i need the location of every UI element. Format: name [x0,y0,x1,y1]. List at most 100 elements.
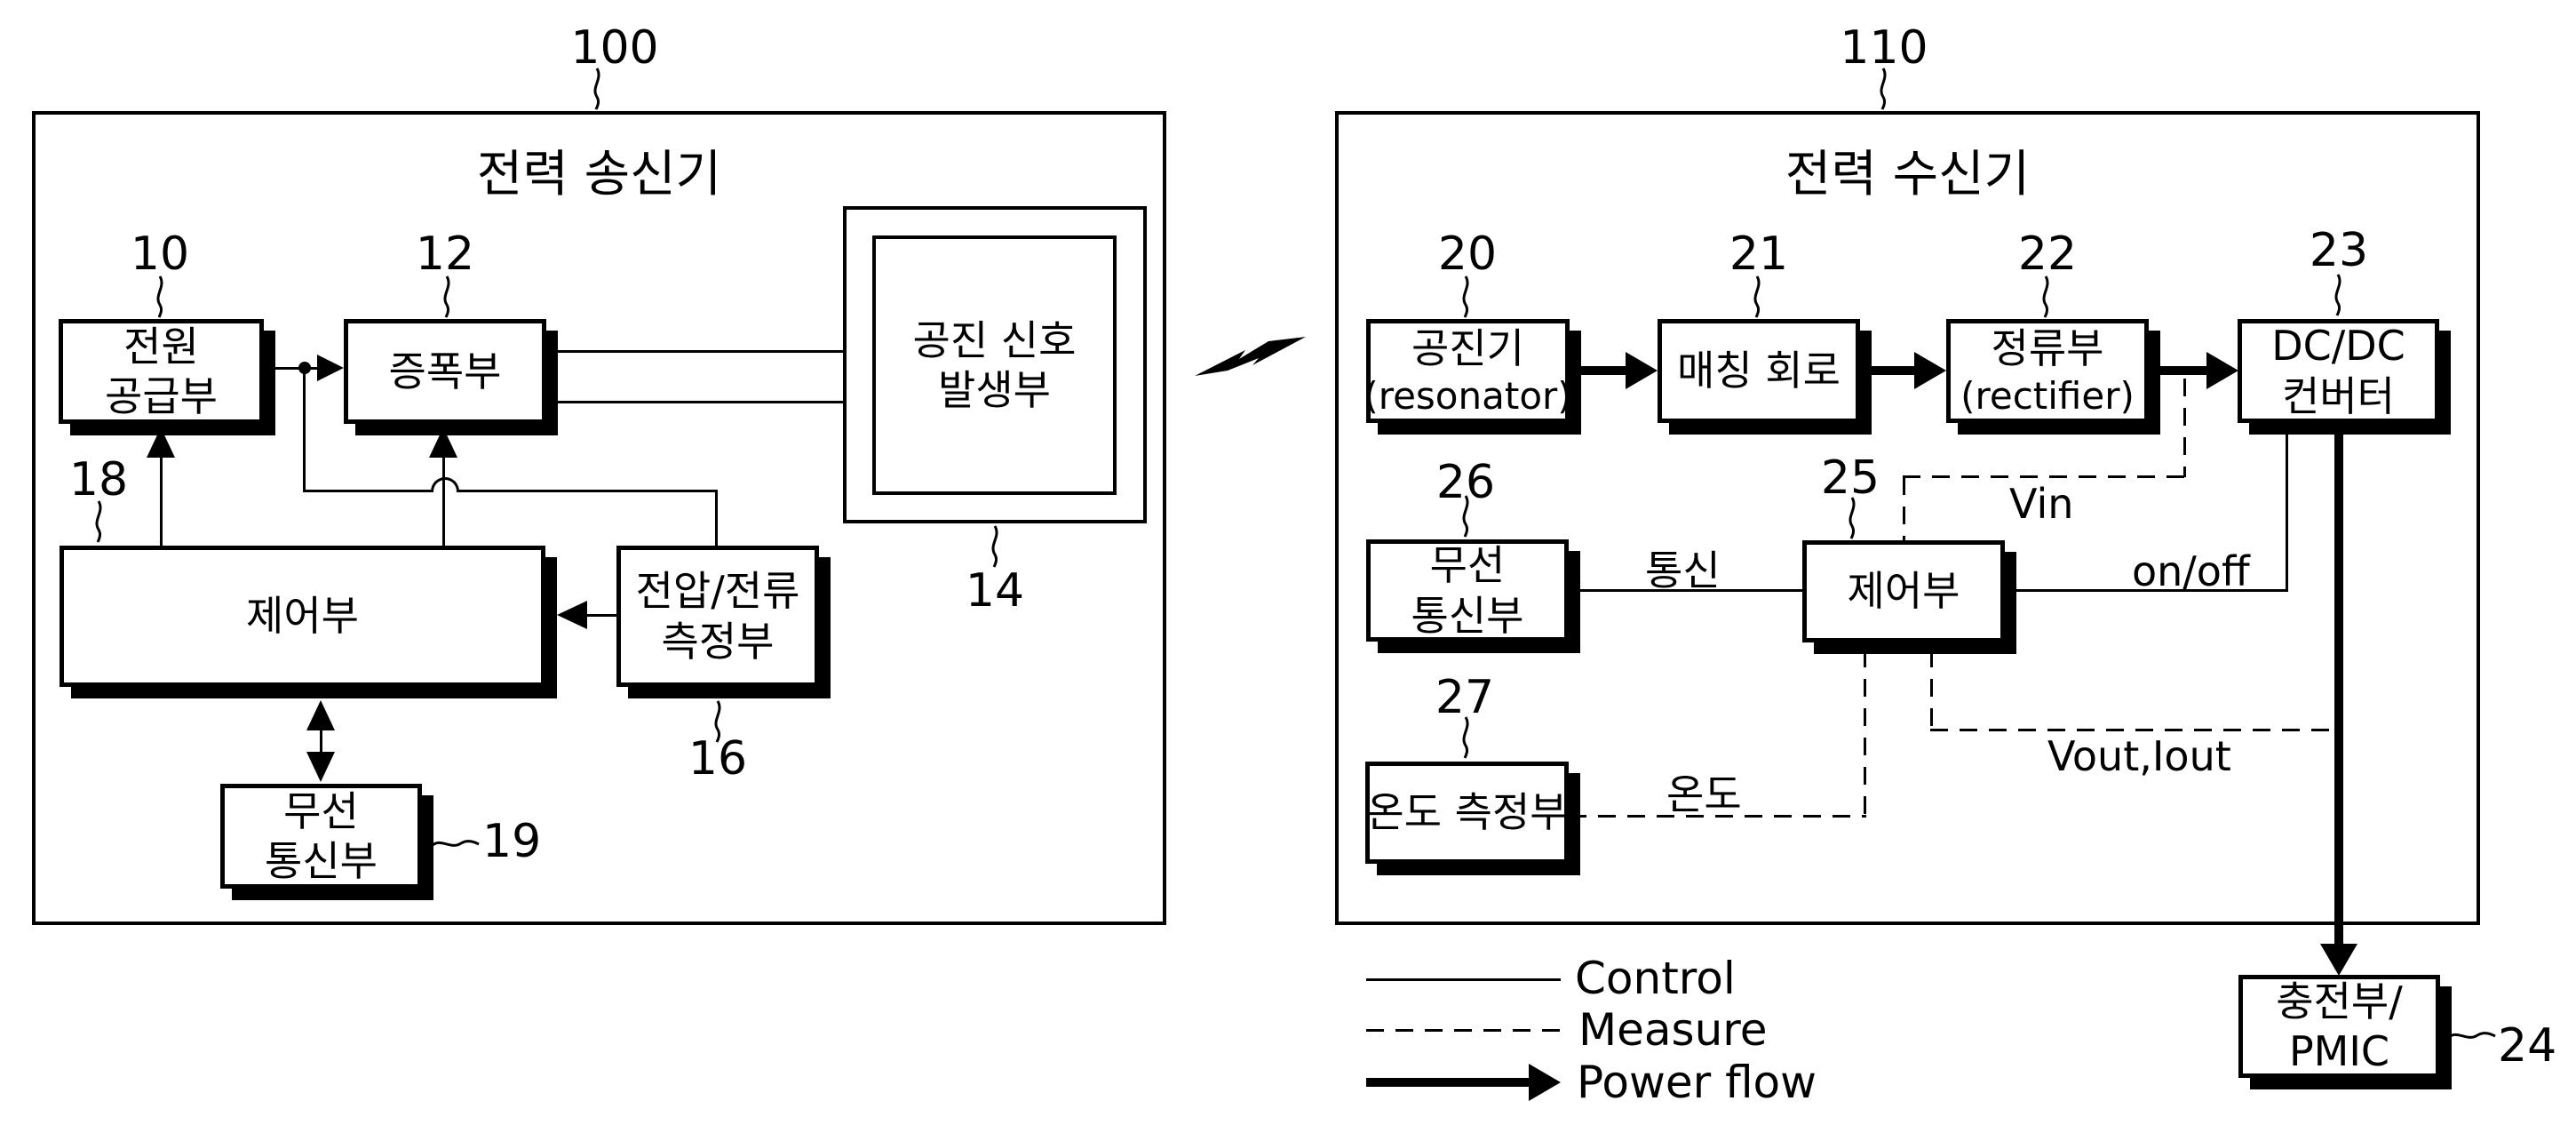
line-measure-horizontal-b [459,490,717,492]
leader-squiggle-100 [593,68,600,110]
block-charger-line1: 충전부/ [2276,977,2403,1025]
power-arrowhead-22 [1914,352,1946,389]
ref-label-25: 25 [1820,451,1880,505]
legend-label-power: Power flow [1577,1057,1817,1108]
block-amplifier-label: 증폭부 [388,347,502,395]
legend-label-measure: Measure [1578,1004,1768,1056]
block-dcdc-line2: 컨버터 [2282,371,2395,420]
ref-label-14: 14 [965,564,1025,618]
block-rx-wireless: 무선 통신부 [1366,539,1569,642]
signal-label-temp: 온도 [1666,770,1742,818]
block-resonator: 공진기 (resonator) [1364,319,1572,423]
leader-squiggle-16 [714,700,721,743]
arrowhead-into-amplifier [317,355,344,381]
ref-label-22: 22 [2017,227,2078,281]
line-onoff-vertical [2286,424,2288,592]
line-controller-wireless [320,729,322,754]
block-rx-wireless-line1: 무선 [1429,541,1506,590]
line-hop-bridge [431,477,459,492]
legend-solid-line [1366,978,1561,981]
ref-label-16: 16 [688,732,748,786]
transmitter-title: 전력 송신기 [476,146,722,203]
line-supply-to-amp [264,367,319,370]
block-vi-measure: 전압/전류 측정부 [616,546,819,687]
leader-squiggle-14 [991,525,998,568]
block-temperature-label: 온도 측정부 [1366,788,1568,837]
ref-label-100: 100 [570,21,659,75]
signal-label-vout: Vout,Iout [2047,732,2231,780]
ref-label-27: 27 [1435,671,1495,724]
dashed-temp-horizontal [1569,815,1866,818]
block-rx-controller: 제어부 [1802,540,2005,642]
block-rx-wireless-line2: 통신부 [1411,591,1524,640]
dashed-vin-vertical-right [2183,379,2186,477]
block-power-supply: 전원 공급부 [59,319,264,424]
power-line-22-23 [2149,366,2206,375]
line-comm [1569,589,1802,592]
legend-power-arrowhead [1529,1064,1561,1101]
block-tx-controller: 제어부 [60,546,545,687]
leader-squiggle-12 [443,275,450,318]
block-matching-circuit: 매칭 회로 [1658,319,1860,423]
block-dcdc-converter: DC/DC 컨버터 [2238,319,2439,423]
signal-label-comm: 통신 [1645,547,1721,594]
block-power-supply-line1: 전원 [123,322,199,371]
arrowhead-into-amplifier-bottom [429,427,457,458]
line-measure-into-vi [715,490,718,546]
ref-label-20: 20 [1437,227,1498,281]
signal-label-vin: Vin [2009,480,2074,528]
block-tx-wireless-line1: 무선 [283,786,359,835]
leader-squiggle-18 [95,500,102,543]
signal-label-onoff: on/off [2132,547,2250,595]
block-rectifier-line1: 정류부 [1991,323,2104,372]
ref-label-23: 23 [2309,224,2369,277]
block-resonance-generator: 공진 신호 발생부 [872,235,1117,495]
block-resonance-line2: 발생부 [938,366,1051,414]
leader-squiggle-27 [1462,716,1469,759]
dashed-temp-vertical [1864,650,1866,817]
leader-squiggle-10 [156,275,163,318]
block-tx-wireless-line2: 통신부 [265,837,378,885]
ref-label-12: 12 [415,227,475,281]
block-charger-line2: PMIC [2288,1027,2390,1075]
block-dcdc-line1: DC/DC [2271,322,2405,371]
legend-power-line [1366,1078,1530,1087]
power-arrowhead-23 [2206,352,2238,389]
line-vi-to-controller [585,614,616,617]
leader-squiggle-20 [1462,275,1469,318]
leader-tilde-19 [429,840,480,849]
leader-squiggle-25 [1849,497,1856,539]
leader-squiggle-110 [1880,68,1887,110]
block-resonator-line2: (resonator) [1364,373,1572,418]
receiver-title: 전력 수신기 [1785,146,2031,203]
block-vi-measure-line2: 측정부 [661,617,775,666]
dashed-vout-vertical [1930,650,1933,730]
arrowhead-down-wireless [306,752,335,782]
power-line-20-21 [1569,366,1631,375]
line-onoff-horizontal [2005,589,2288,592]
block-resonator-line1: 공진기 [1411,323,1524,372]
ref-label-18: 18 [68,453,129,507]
line-controller-to-amp [442,456,445,546]
block-power-supply-line2: 공급부 [105,372,218,420]
line-amp-to-resonator-top [546,350,843,353]
power-line-down [2334,419,2343,947]
power-line-21-22 [1860,366,1918,375]
block-resonance-line1: 공진 신호 [912,315,1077,364]
power-arrowhead-charger [2320,944,2357,976]
ref-label-110: 110 [1840,21,1928,75]
power-arrowhead-21 [1626,352,1658,389]
leader-squiggle-22 [2042,275,2049,318]
block-resonance-generator-outer: 공진 신호 발생부 [843,206,1147,523]
junction-dot [298,362,311,374]
dashed-vin-horizontal [1903,475,2186,478]
block-vi-measure-line1: 전압/전류 [635,567,800,616]
legend-label-control: Control [1575,953,1736,1004]
block-rectifier: 정류부 (rectifier) [1946,319,2149,423]
wireless-power-bolt-icon [1195,337,1306,376]
block-rx-controller-label: 제어부 [1847,567,1960,616]
block-temperature-measure: 온도 측정부 [1365,762,1569,864]
dashed-vin-vertical-left [1903,477,1905,540]
arrowhead-into-power-supply [147,427,175,458]
